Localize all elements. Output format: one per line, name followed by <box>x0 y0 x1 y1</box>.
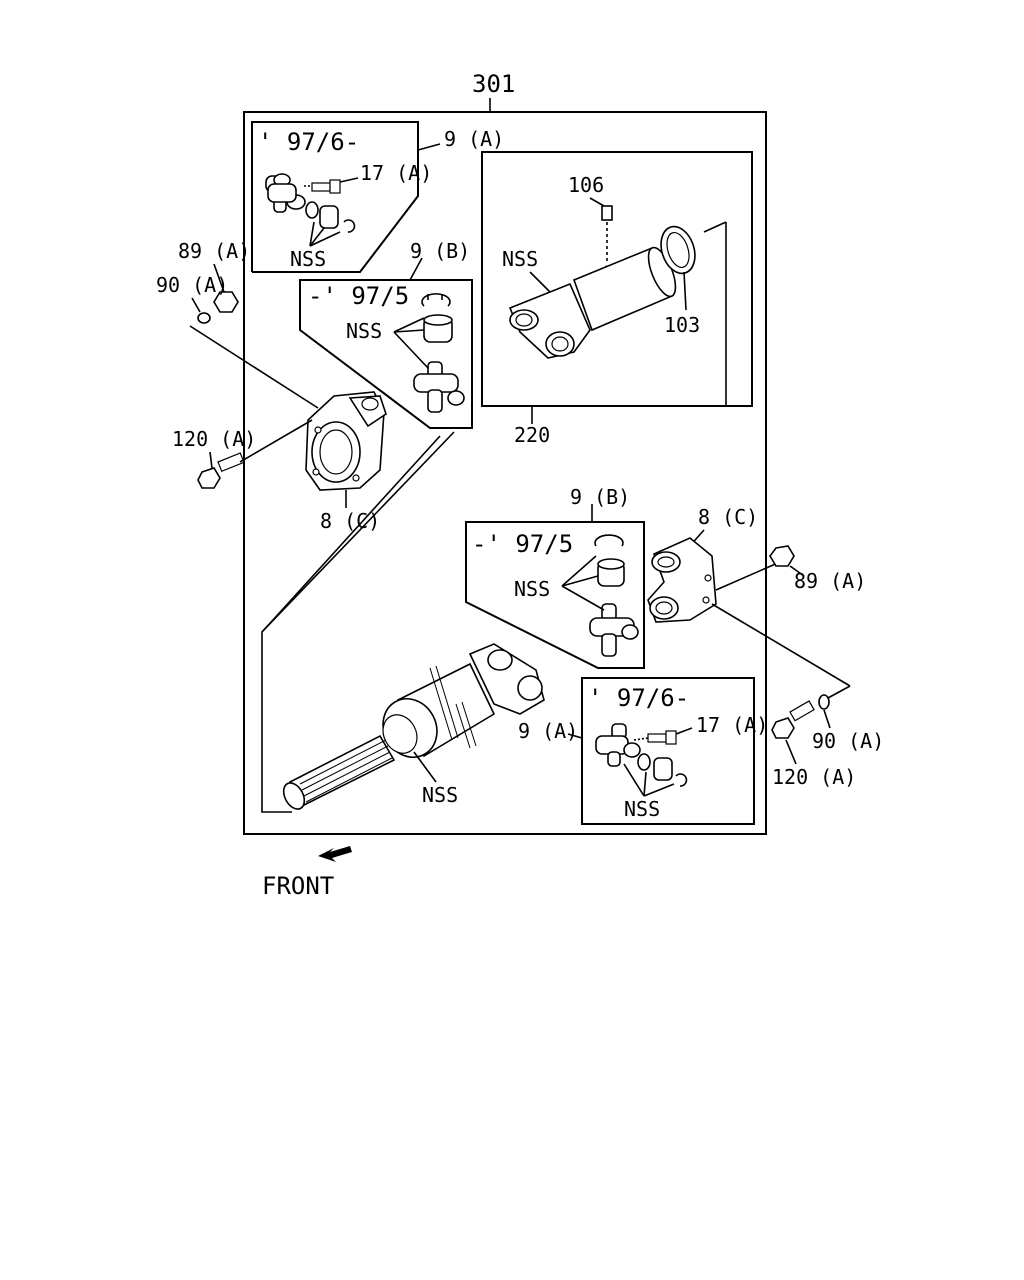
washer-90a-right-icon <box>818 694 830 710</box>
snap-ring-icon <box>343 219 356 233</box>
label-220: 220 <box>514 423 550 447</box>
label-89a-left: 89 (A) <box>178 239 250 263</box>
cover-axis-line <box>703 221 727 233</box>
assembly-frame <box>243 111 767 835</box>
leader-nss-mid-3 <box>561 585 605 611</box>
label-nss-mid: NSS <box>514 577 550 601</box>
snap-ring-icon <box>421 293 451 307</box>
leader-9b-upper <box>409 257 423 281</box>
label-9b-mid: 9 (B) <box>570 485 630 509</box>
label-120a-right: 120 (A) <box>772 765 856 789</box>
label-89a-right: 89 (A) <box>794 569 866 593</box>
leader-120a-left <box>209 451 213 469</box>
bearing-cup-icon <box>319 205 339 229</box>
leader-89a-left <box>213 263 225 293</box>
leader-nss-bottom-3 <box>643 783 675 797</box>
snap-ring-icon <box>675 773 688 787</box>
inset-bottom-universal-joint-kit <box>581 677 755 825</box>
leader-nss-upper-2 <box>393 329 425 333</box>
slip-yoke-tube-icon <box>508 246 677 359</box>
inset-bottom-date: ' 97/6- <box>588 684 689 712</box>
inset-upper-universal-joint-kit: -' 97/5 NSS <box>299 279 473 429</box>
leader-89a-right <box>789 565 805 577</box>
bolt-120a-left-icon <box>197 452 245 489</box>
nut-89a-icon <box>213 291 239 313</box>
label-106: 106 <box>568 173 604 197</box>
leader-nss-upper-1 <box>393 317 425 333</box>
leader-nss-top-2 <box>309 227 325 247</box>
washer-axis-line <box>711 603 851 687</box>
bolt-120a-right-icon <box>771 700 815 739</box>
spider-cross-icon <box>589 603 639 657</box>
bearing-cup-icon <box>653 757 673 781</box>
leader-nss-top-1 <box>309 221 315 247</box>
label-nss-bottom: NSS <box>624 797 660 821</box>
leader-9a-bottom <box>567 733 583 739</box>
assembly-number: 301 <box>472 70 515 98</box>
front-label: FRONT <box>262 872 334 900</box>
dust-cover-103-icon <box>660 225 696 275</box>
label-17a-bottom: 17 (A) <box>696 713 768 737</box>
splined-shaft-icon <box>282 643 545 810</box>
leader-9a-top <box>417 143 441 151</box>
leader-17a-top <box>339 177 359 183</box>
seal-ring-icon <box>637 753 651 771</box>
leader-nss-bottom-1 <box>623 763 645 797</box>
leader-90a-left <box>191 297 201 313</box>
front-arrow-icon <box>318 846 352 862</box>
label-90a-right: 90 (A) <box>812 729 884 753</box>
snap-ring-icon <box>594 534 624 547</box>
grease-nipple-icon <box>633 730 677 745</box>
spider-cross-icon <box>265 173 306 213</box>
leader-nss-upper-3 <box>393 331 429 369</box>
inset-mid-date: -' 97/5 <box>472 530 573 558</box>
leader-nss-bottom-2 <box>643 771 647 797</box>
label-nss-tube: NSS <box>502 247 538 271</box>
flange-yoke-right-icon <box>647 537 717 623</box>
inset-top-date: ' 97/6- <box>258 128 359 156</box>
flange-bolt-axis-line <box>189 325 319 409</box>
inset-tube-assembly <box>481 151 753 407</box>
seal-ring-icon <box>305 201 319 219</box>
leader-nss-top-3 <box>309 231 341 247</box>
grease-nipple-icon <box>304 179 341 194</box>
flange-yoke-left-icon <box>305 391 387 491</box>
spider-cross-icon <box>413 361 465 413</box>
leader-17a-bottom <box>675 727 693 735</box>
label-8c-right: 8 (C) <box>698 505 758 529</box>
leader-nss-tube <box>529 271 551 293</box>
label-103: 103 <box>664 313 700 337</box>
nut-89a-right-icon <box>769 545 795 567</box>
label-9a-bottom: 9 (A) <box>518 719 578 743</box>
leader-nss-shaft <box>413 751 437 783</box>
leader-106 <box>589 197 605 207</box>
spider-cross-icon <box>595 723 641 767</box>
grease-fitting-106-icon <box>601 205 613 221</box>
washer-90a-icon <box>197 312 211 324</box>
label-17a-top: 17 (A) <box>360 161 432 185</box>
shaft-connect-line <box>261 435 441 633</box>
label-nss-shaft: NSS <box>422 783 458 807</box>
washer-axis-return <box>827 685 851 699</box>
leader-nss-mid-2 <box>561 575 599 587</box>
assembly-connect-line <box>261 431 455 813</box>
leader-nss-mid-1 <box>561 555 597 587</box>
label-9b-upper: 9 (B) <box>410 239 470 263</box>
bolt-axis-line <box>239 419 313 463</box>
label-120a-left: 120 (A) <box>172 427 256 451</box>
snap-ring-tabs <box>427 294 443 300</box>
label-nss-top: NSS <box>290 247 326 271</box>
inset-mid-universal-joint-kit <box>465 521 645 669</box>
leader-103 <box>683 271 687 311</box>
nut-axis-line <box>715 561 781 591</box>
label-9a-top: 9 (A) <box>444 127 504 151</box>
inset-upper-date: -' 97/5 <box>308 282 409 310</box>
leader-90a-right <box>823 709 831 729</box>
label-90a-left: 90 (A) <box>156 273 228 297</box>
label-nss-upper: NSS <box>346 319 382 343</box>
inset-top-universal-joint-kit: ' 97/6- 17 (A) NSS <box>251 121 432 273</box>
leader-120a-right <box>785 739 797 765</box>
